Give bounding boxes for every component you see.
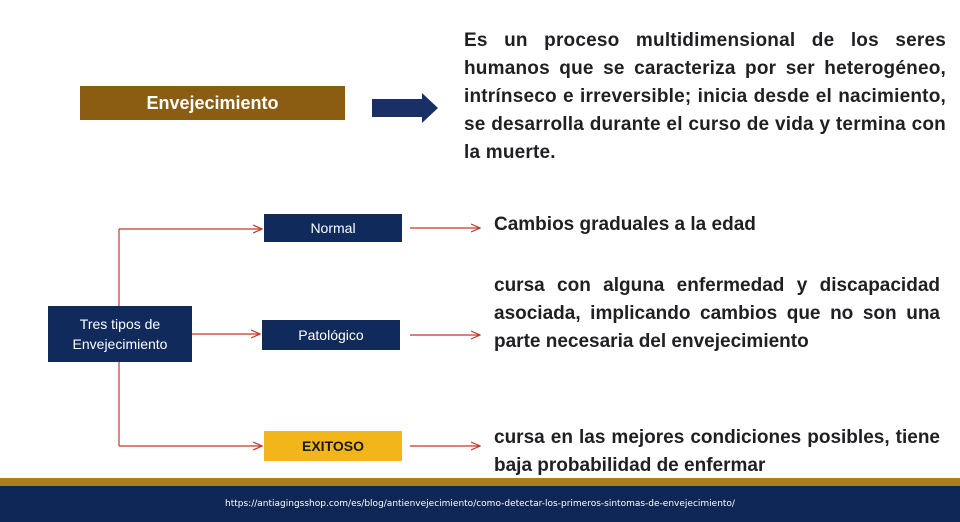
type-box-exitoso: EXITOSO — [264, 431, 402, 461]
main-concept-box: Envejecimiento — [80, 86, 345, 120]
description-normal: Cambios graduales a la edad — [494, 214, 756, 235]
main-concept-label: Envejecimiento — [146, 92, 279, 113]
source-url: https://antiagingsshop.com/es/blog/antie… — [225, 499, 735, 509]
type-label-normal: Normal — [310, 220, 356, 236]
type-label-patologico: Patológico — [298, 327, 364, 343]
main-arrow-icon — [372, 93, 438, 123]
types-root-box: Tres tipos de Envejecimiento — [48, 306, 192, 362]
definition-text: Es un proceso multidimensional de los se… — [464, 30, 946, 163]
footer-gold-band — [0, 478, 960, 486]
footer-navy-band — [0, 486, 960, 522]
description-patologico: cursa con alguna enfermedad y discapacid… — [494, 275, 940, 352]
type-box-normal: Normal — [264, 214, 402, 242]
type-box-patologico: Patológico — [262, 320, 400, 350]
types-root-label: Tres tipos de Envejecimiento — [72, 316, 168, 352]
type-label-exitoso: EXITOSO — [302, 438, 364, 454]
description-exitoso: cursa en las mejores condiciones posible… — [494, 427, 940, 476]
